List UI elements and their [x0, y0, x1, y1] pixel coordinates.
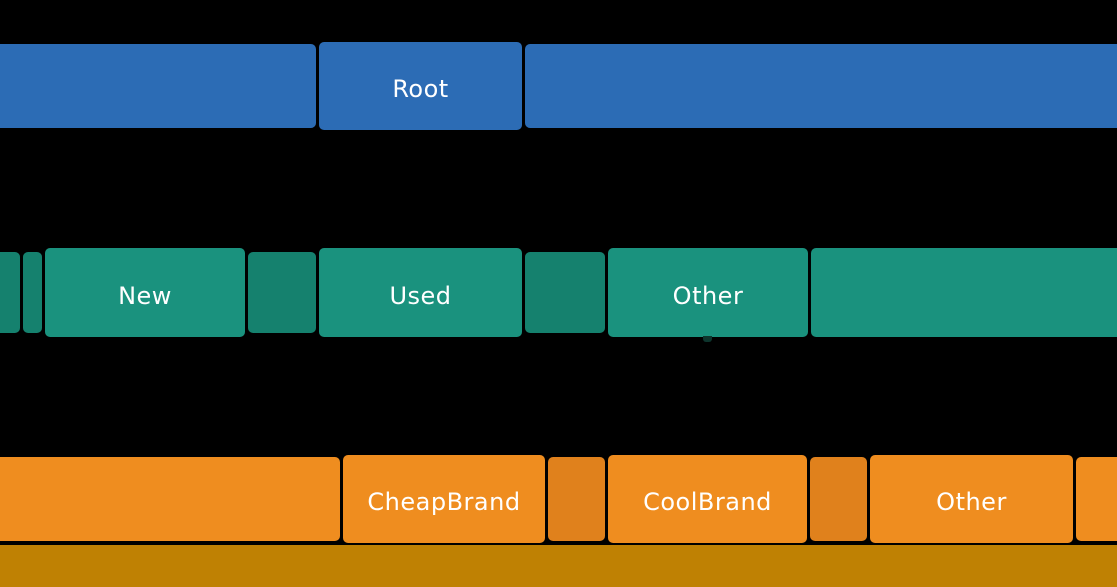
segment-level-1-5: [525, 252, 605, 333]
truncated-next-level-band: [0, 545, 1117, 587]
node-label: Other: [936, 488, 1007, 516]
node-coolbrand-level-2[interactable]: CoolBrand: [608, 455, 807, 543]
segment-level-1-1: [23, 252, 42, 333]
segment-level-2-6: [1076, 457, 1117, 541]
connector-stub: [703, 336, 712, 342]
node-other-level-1[interactable]: Other: [608, 248, 808, 337]
node-label: New: [118, 281, 172, 310]
segment-level-0-0: [0, 44, 316, 128]
segment-level-2-0: [0, 457, 340, 541]
node-cheapbrand-level-2[interactable]: CheapBrand: [343, 455, 545, 543]
node-label: CoolBrand: [643, 488, 772, 516]
node-label: Root: [392, 75, 449, 103]
segment-level-1-7: [811, 248, 1117, 337]
node-label: Other: [672, 281, 744, 310]
node-label: CheapBrand: [367, 488, 521, 516]
segment-level-1-0: [0, 252, 20, 333]
node-other-level-2[interactable]: Other: [870, 455, 1073, 543]
segment-level-2-4: [810, 457, 867, 541]
node-used-level-1[interactable]: Used: [319, 248, 522, 337]
segment-level-0-2: [525, 44, 1117, 128]
segment-level-1-3: [248, 252, 316, 333]
node-new-level-1[interactable]: New: [45, 248, 245, 337]
node-root-level-0[interactable]: Root: [319, 42, 522, 130]
segment-level-2-2: [548, 457, 605, 541]
node-label: Used: [389, 281, 452, 310]
